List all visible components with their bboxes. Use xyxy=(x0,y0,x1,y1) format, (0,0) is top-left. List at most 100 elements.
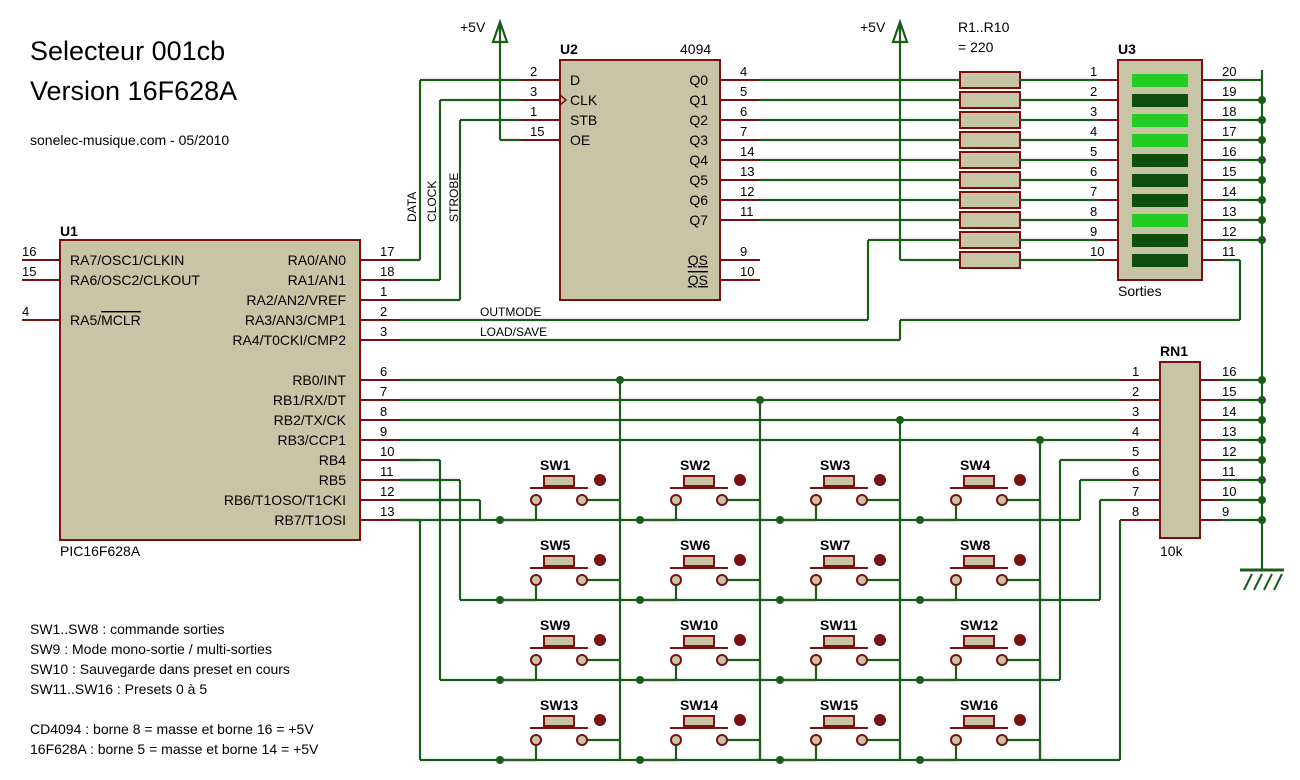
switch-sw6[interactable]: SW6 xyxy=(636,537,762,604)
switch-contact xyxy=(576,574,588,586)
rn1-value: 10k xyxy=(1160,543,1184,559)
vcc-label-res: +5V xyxy=(860,19,886,35)
switch-sw9[interactable]: SW9 xyxy=(496,617,622,684)
switch-label: SW1 xyxy=(540,457,571,473)
rn1-pin-num: 15 xyxy=(1222,384,1236,399)
u3-pin-num: 13 xyxy=(1222,204,1236,219)
signal-data: DATA xyxy=(405,192,419,222)
switch-sw5[interactable]: SW5 xyxy=(496,537,622,604)
u2-pin-num: 14 xyxy=(740,144,754,159)
note-line: SW9 : Mode mono-sortie / multi-sorties xyxy=(30,641,272,657)
switch-sw15[interactable]: SW15 xyxy=(776,697,902,764)
bargraph-segment xyxy=(1132,174,1188,187)
note-line: SW10 : Sauvegarde dans preset en cours xyxy=(30,661,290,677)
u1-pin-num: 9 xyxy=(380,424,387,439)
rn1-pin-num: 1 xyxy=(1132,364,1139,379)
switch-sw11[interactable]: SW11 xyxy=(776,617,902,684)
switch-contact xyxy=(670,654,682,666)
switch-button xyxy=(683,555,715,567)
switch-contact xyxy=(716,574,728,586)
u2-pin-num: 5 xyxy=(740,84,747,99)
rn1-pin-num: 16 xyxy=(1222,364,1236,379)
resistor xyxy=(959,251,1021,269)
switch-label: SW6 xyxy=(680,537,711,553)
resistor xyxy=(959,231,1021,249)
u3-pin-num: 5 xyxy=(1090,144,1097,159)
u2-pin-name: QS xyxy=(688,252,708,268)
switch-indicator xyxy=(594,554,606,566)
note-line: 16F628A : borne 5 = masse et borne 14 = … xyxy=(30,741,319,757)
u2-pin-num: 9 xyxy=(740,244,747,259)
u1-pin-num: 11 xyxy=(380,464,394,479)
switch-contact xyxy=(576,734,588,746)
junction-dot xyxy=(776,676,784,684)
u2-pin-num: 12 xyxy=(740,184,754,199)
u1-pin-name: RA6/OSC2/CLKOUT xyxy=(70,272,200,288)
switch-label: SW10 xyxy=(680,617,718,633)
u2-body xyxy=(559,59,721,301)
u1-pin-num: 17 xyxy=(380,244,394,259)
signal-loadsave: LOAD/SAVE xyxy=(480,325,547,339)
u1-ref: U1 xyxy=(60,223,78,239)
junction-dot xyxy=(496,676,504,684)
switch-indicator xyxy=(1014,634,1026,646)
switch-sw3[interactable]: SW3 xyxy=(776,457,902,524)
u2-pin-num: 4 xyxy=(740,64,747,79)
switch-contact xyxy=(810,574,822,586)
junction-dot xyxy=(1258,176,1266,184)
junction-dot xyxy=(776,516,784,524)
u2-pin-name: Q1 xyxy=(689,92,708,108)
switch-button xyxy=(543,715,575,727)
bargraph-segment xyxy=(1132,114,1188,127)
junction-dot xyxy=(636,756,644,764)
bargraph-segment xyxy=(1132,254,1188,267)
junction-dot xyxy=(776,756,784,764)
switch-sw1[interactable]: SW1 xyxy=(496,457,622,524)
switch-indicator xyxy=(1014,554,1026,566)
u3-pin-num: 6 xyxy=(1090,164,1097,179)
u2-pin-name: D xyxy=(570,72,580,88)
switch-sw12[interactable]: SW12 xyxy=(916,617,1042,684)
signal-clock: CLOCK xyxy=(425,181,439,222)
u1-pin-name: RB4 xyxy=(319,452,346,468)
switch-sw2[interactable]: SW2 xyxy=(636,457,762,524)
u1-pin-num: 10 xyxy=(380,444,394,459)
switch-label: SW4 xyxy=(960,457,991,473)
switch-contact xyxy=(670,494,682,506)
switch-label: SW16 xyxy=(960,697,998,713)
u2-pin-name: Q3 xyxy=(689,132,708,148)
switch-label: SW2 xyxy=(680,457,711,473)
rn1-pin-num: 4 xyxy=(1132,424,1139,439)
u2-pin-num: 10 xyxy=(740,264,754,279)
resistor xyxy=(959,171,1021,189)
u2-part: 4094 xyxy=(680,41,711,57)
switch-label: SW9 xyxy=(540,617,571,633)
u2-pin-name: Q2 xyxy=(689,112,708,128)
switch-sw13[interactable]: SW13 xyxy=(496,697,622,764)
switch-sw10[interactable]: SW10 xyxy=(636,617,762,684)
u1-pin-name: RB3/CCP1 xyxy=(278,432,347,448)
u3-pin-num: 14 xyxy=(1222,184,1236,199)
junction-dot xyxy=(636,596,644,604)
u1-pin-num: 16 xyxy=(22,244,36,259)
u1-pin-name: RB1/RX/DT xyxy=(273,392,347,408)
switch-contact xyxy=(950,654,962,666)
switch-contact xyxy=(530,574,542,586)
switch-sw4[interactable]: SW4 xyxy=(916,457,1042,524)
note-line: SW1..SW8 : commande sorties xyxy=(30,621,225,637)
switch-contact xyxy=(810,734,822,746)
switch-sw16[interactable]: SW16 xyxy=(916,697,1042,764)
switch-button xyxy=(963,555,995,567)
switch-indicator xyxy=(1014,474,1026,486)
junction-dot xyxy=(1258,116,1266,124)
switch-sw7[interactable]: SW7 xyxy=(776,537,902,604)
switch-button xyxy=(823,555,855,567)
junction-dot xyxy=(1258,516,1266,524)
switch-indicator xyxy=(734,634,746,646)
u3-pin-num: 7 xyxy=(1090,184,1097,199)
switch-sw14[interactable]: SW14 xyxy=(636,697,762,764)
rn1-pin-num: 11 xyxy=(1222,464,1236,479)
switch-sw8[interactable]: SW8 xyxy=(916,537,1042,604)
u3-pin-num: 15 xyxy=(1222,164,1236,179)
